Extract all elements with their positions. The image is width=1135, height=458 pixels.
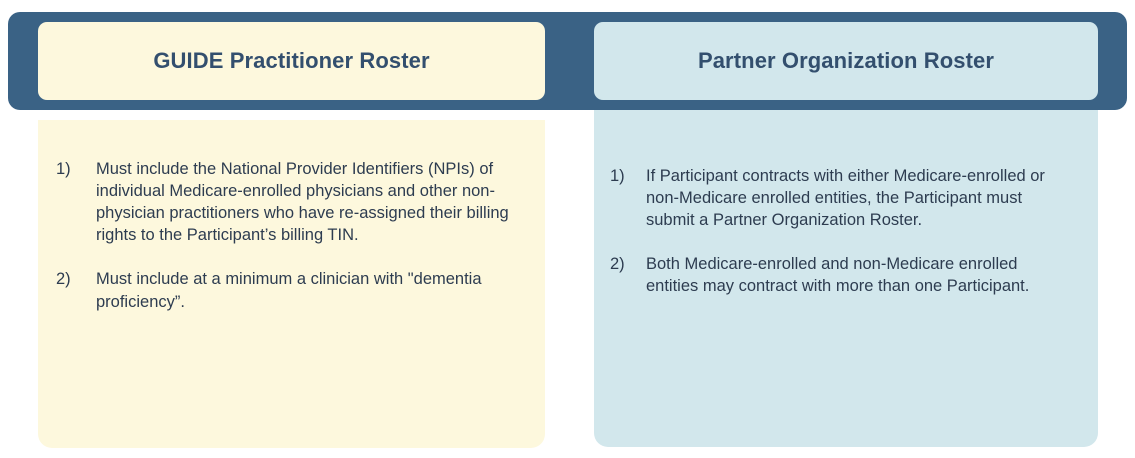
list-item-marker: 1)	[610, 167, 625, 185]
list-item-text: Must include the National Provider Ident…	[96, 160, 509, 245]
panel-title-partner-organization-roster: Partner Organization Roster	[697, 47, 995, 73]
list-item: 2) Must include at a minimum a clinician…	[48, 268, 527, 312]
list-item: 2) Both Medicare-enrolled and non-Medica…	[602, 253, 1082, 297]
list-item-marker: 1)	[56, 160, 71, 178]
panel-body-guide-practitioner-roster: 1) Must include the National Provider Id…	[38, 120, 545, 448]
list-item-text: If Participant contracts with either Med…	[646, 167, 1045, 230]
panel-header-partner-organization-roster: Partner Organization Roster	[594, 22, 1098, 100]
list-item-marker: 2)	[610, 255, 625, 274]
list-item-text: Must include at a minimum a clinician wi…	[96, 270, 482, 311]
list-item: 1) If Participant contracts with either …	[602, 165, 1082, 231]
list-item-marker: 2)	[56, 270, 71, 289]
panel-body-partner-organization-roster: 1) If Participant contracts with either …	[594, 110, 1098, 447]
panel-header-guide-practitioner-roster: GUIDE Practitioner Roster	[38, 22, 545, 100]
panel-title-guide-practitioner-roster: GUIDE Practitioner Roster	[153, 47, 430, 73]
list-item-text: Both Medicare-enrolled and non-Medicare …	[646, 255, 1030, 296]
list-item: 1) Must include the National Provider Id…	[48, 158, 527, 246]
